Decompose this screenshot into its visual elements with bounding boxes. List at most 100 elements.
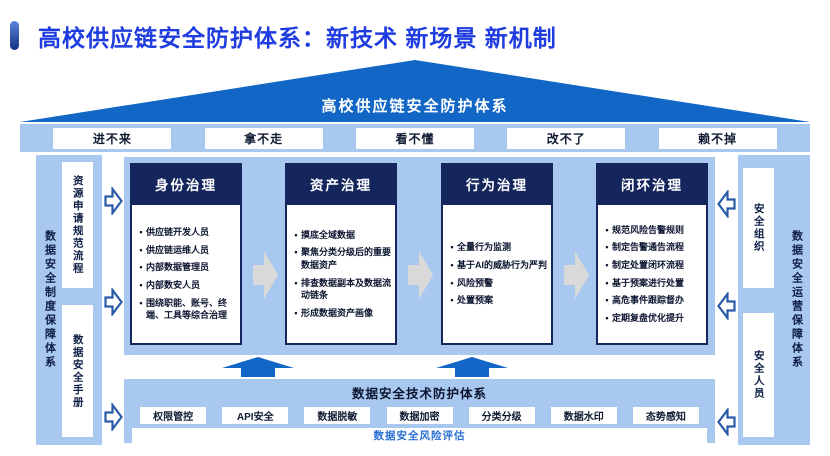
bullet-text: 围绕职能、账号、终端、工具等综合治理 xyxy=(146,297,228,321)
tech-item-box: API安全 xyxy=(222,407,289,424)
left-item-box: 资源申请规范流程 xyxy=(62,162,93,288)
bullet-text: 排查数据副本及数据流动链条 xyxy=(301,277,392,301)
arrow-right-icon xyxy=(104,185,123,217)
tech-item-box: 分类分级 xyxy=(468,407,535,424)
bullet-item: •制定告警通告流程 xyxy=(602,241,703,254)
column-title: 资产治理 xyxy=(285,163,397,205)
goal-box: 拿不走 xyxy=(204,127,323,149)
bullet-icon: • xyxy=(450,295,454,306)
arrow-up-icon xyxy=(222,357,294,377)
bullet-text: 形成数据资产画像 xyxy=(301,307,374,318)
bullet-item: •供应链开发人员 xyxy=(136,226,237,239)
bullet-item: •供应链运维人员 xyxy=(136,244,237,257)
governance-panel: 身份治理 •供应链开发人员•供应链运维人员•内部数据管理员•内部数安人员•围绕职… xyxy=(124,157,715,355)
bullet-item: •制定处置闭环流程 xyxy=(602,259,703,272)
bullet-icon: • xyxy=(605,312,609,323)
bullet-icon: • xyxy=(605,259,609,270)
arrow-right-icon xyxy=(408,248,434,302)
roof-banner: 高校供应链安全防护体系 xyxy=(20,60,810,122)
right-item-text: 安全人员 xyxy=(752,350,765,400)
tech-item-box: 数据脱敏 xyxy=(304,407,371,424)
goal-box: 赖不掉 xyxy=(658,127,777,149)
bullet-icon: • xyxy=(605,224,609,235)
arrow-up-icon xyxy=(436,357,508,377)
bullet-text: 聚焦分类分级后的重要数据资产 xyxy=(301,247,392,270)
column-asset-governance: 资产治理 •摸底全域数据•聚焦分类分级后的重要数据资产•排查数据副本及数据流动链… xyxy=(285,163,397,345)
page-title: 高校供应链安全防护体系：新技术 新场景 新机制 xyxy=(38,25,557,51)
bullet-icon: • xyxy=(294,229,298,240)
left-item-text: 资源申请规范流程 xyxy=(71,175,84,275)
column-title: 闭环治理 xyxy=(596,163,708,205)
goal-box: 进不来 xyxy=(53,127,172,149)
right-bar-label: 数据安全运营保障体系 xyxy=(784,155,808,445)
bullet-text: 风险预警 xyxy=(457,277,494,288)
bullet-text: 供应链开发人员 xyxy=(146,227,210,238)
column-bullets: •规范风险告警规则•制定告警通告流程•制定处置闭环流程•基于预案进行处置•高危事… xyxy=(596,205,708,345)
bullet-icon: • xyxy=(450,259,454,270)
bullet-item: •聚焦分类分级后的重要数据资产 xyxy=(291,246,392,271)
bullet-item: •基于AI的威胁行为严判 xyxy=(447,259,548,272)
title-accent-bar xyxy=(10,21,19,50)
bullet-icon: • xyxy=(139,227,143,238)
column-title: 身份治理 xyxy=(130,163,242,205)
left-bar-label: 数据安全制度保障体系 xyxy=(37,155,61,445)
arrow-right-icon xyxy=(104,401,123,433)
column-bullets: •全量行为监测•基于AI的威胁行为严判•风险预警•处置预案 xyxy=(441,205,553,345)
bullet-text: 规范风险告警规则 xyxy=(612,224,685,235)
bullet-text: 供应链运维人员 xyxy=(146,244,210,255)
goal-band: 进不来拿不走看不懂改不了赖不掉 xyxy=(20,124,810,152)
tech-item-box: 态势感知 xyxy=(632,407,699,424)
bullet-item: •摸底全域数据 xyxy=(291,229,392,242)
risk-assessment-bar: 数据安全风险评估 xyxy=(132,428,707,443)
bullet-icon: • xyxy=(139,280,143,290)
arrow-left-icon xyxy=(717,188,736,220)
column-bullets: •供应链开发人员•供应链运维人员•内部数据管理员•内部数安人员•围绕职能、账号、… xyxy=(130,205,242,345)
column-bullets: •摸底全域数据•聚焦分类分级后的重要数据资产•排查数据副本及数据流动链条•形成数… xyxy=(285,205,397,345)
left-bar-label-text: 数据安全制度保障体系 xyxy=(43,230,56,370)
bullet-item: •内部数据管理员 xyxy=(136,261,237,274)
right-item-box: 安全人员 xyxy=(743,313,774,437)
bullet-icon: • xyxy=(294,277,298,288)
bullet-icon: • xyxy=(450,277,454,288)
bullet-text: 高危事件跟踪督办 xyxy=(612,295,685,306)
column-identity-governance: 身份治理 •供应链开发人员•供应链运维人员•内部数据管理员•内部数安人员•围绕职… xyxy=(130,163,242,345)
tech-item-box: 数据加密 xyxy=(386,407,453,424)
bullet-text: 内部数安人员 xyxy=(146,280,201,290)
arrow-right-icon xyxy=(104,286,123,318)
bullet-item: •基于预案进行处置 xyxy=(602,277,703,290)
bullet-text: 基于AI的威胁行为严判 xyxy=(457,259,548,270)
bullet-text: 内部数据管理员 xyxy=(146,262,210,273)
goal-box: 看不懂 xyxy=(355,127,474,149)
bullet-icon: • xyxy=(139,244,143,255)
column-closedloop-governance: 闭环治理 •规范风险告警规则•制定告警通告流程•制定处置闭环流程•基于预案进行处… xyxy=(596,163,708,345)
bullet-text: 定期复盘优化提升 xyxy=(612,312,685,323)
arrow-left-icon xyxy=(717,290,736,322)
bullet-item: •定期复盘优化提升 xyxy=(602,312,703,325)
right-item-text: 安全组织 xyxy=(752,203,765,253)
bullet-item: •全量行为监测 xyxy=(447,241,548,254)
bullet-icon: • xyxy=(605,242,609,253)
right-operations-bar: 数据安全运营保障体系 安全组织 安全人员 xyxy=(738,155,810,445)
arrow-left-icon xyxy=(717,406,736,438)
bullet-icon: • xyxy=(450,242,454,253)
bullet-text: 处置预案 xyxy=(457,295,494,306)
right-item-box: 安全组织 xyxy=(743,168,774,288)
roof-label: 高校供应链安全防护体系 xyxy=(321,98,509,115)
bullet-item: •高危事件跟踪督办 xyxy=(602,294,703,307)
column-title: 行为治理 xyxy=(441,163,553,205)
bullet-icon: • xyxy=(294,307,298,318)
left-item-box: 数据安全手册 xyxy=(62,305,93,437)
bullet-icon: • xyxy=(139,297,143,308)
bullet-text: 全量行为监测 xyxy=(457,242,512,253)
bullet-item: •围绕职能、账号、终端、工具等综合治理 xyxy=(136,297,237,322)
right-bar-label-text: 数据安全运营保障体系 xyxy=(790,230,803,370)
arrow-right-icon xyxy=(564,248,590,302)
bullet-text: 制定告警通告流程 xyxy=(612,242,685,253)
bullet-icon: • xyxy=(139,262,143,273)
column-behavior-governance: 行为治理 •全量行为监测•基于AI的威胁行为严判•风险预警•处置预案 xyxy=(441,163,553,345)
bullet-text: 基于预案进行处置 xyxy=(612,277,685,288)
tech-item-box: 权限管控 xyxy=(140,407,207,424)
